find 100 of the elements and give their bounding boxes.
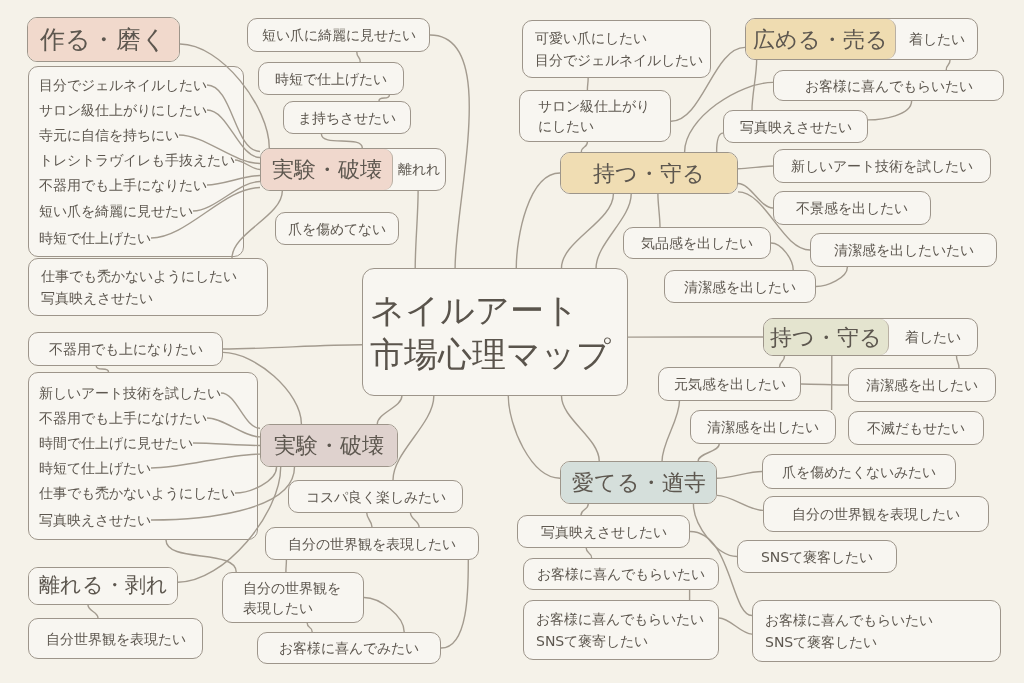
- idea-text: 寺元に自信を持ちにい: [39, 125, 179, 145]
- category-label: 広める・売る: [746, 19, 896, 59]
- connector-line: [206, 417, 261, 438]
- connector-line: [718, 617, 753, 635]
- idea-box: 新しいアート技術を試したい: [773, 149, 991, 183]
- sub-label: 離れれ: [397, 160, 441, 179]
- sub-label: 着したい: [907, 29, 966, 49]
- connector-line: [206, 84, 261, 153]
- sub-label: 着したい: [904, 327, 962, 347]
- connector-line: [440, 559, 469, 649]
- connector-line: [192, 442, 261, 447]
- idea-box: 清潔感を出したい: [664, 270, 816, 303]
- idea-box: SNSて褒客したい: [737, 540, 897, 573]
- idea-text: 仕事でも禿かないようにしたい: [41, 267, 238, 286]
- idea-text: 時短で仕上げたい: [39, 228, 151, 248]
- idea-box: 不器用でも上になりたい: [28, 332, 223, 366]
- connector-line: [376, 395, 403, 425]
- category-label: 持つ・守る: [764, 319, 889, 355]
- connector-line: [515, 172, 561, 269]
- connector-line: [580, 141, 589, 153]
- idea-box: 元気感を出したい: [658, 367, 801, 401]
- connector-line: [627, 336, 764, 338]
- idea-box: お客様に喜んでみたい: [257, 632, 441, 664]
- idea-text: 時間で仕上げに見せたい: [39, 433, 193, 453]
- connector-line: [778, 355, 786, 368]
- category-label: 離れる・剥れ: [29, 568, 177, 604]
- connector-line: [770, 242, 794, 271]
- connector-line: [150, 453, 261, 469]
- connector-line: [716, 494, 764, 512]
- idea-box: 写真映えさせしたい: [517, 515, 690, 548]
- idea-box: 気品感を出したい: [623, 227, 771, 259]
- connector-line: [356, 51, 361, 63]
- connector-line: [560, 193, 615, 269]
- idea-box: 自分の世界観を表現したい: [265, 527, 479, 560]
- category-label: 愛てる・遒寺: [561, 462, 716, 503]
- idea-text: SNSて褒寄したい: [536, 632, 650, 651]
- connector-line: [222, 351, 303, 425]
- map-title: ネイルアート市場心理マップ: [370, 288, 612, 376]
- idea-text: お客様に喜んでもらいたい: [765, 611, 934, 630]
- idea-text: 写真映えさせたい: [41, 289, 154, 308]
- idea-box: 爪を傷めてない: [275, 212, 399, 245]
- connector-line: [751, 59, 758, 111]
- connector-line: [306, 622, 313, 633]
- connector-line: [955, 355, 960, 369]
- idea-box: 短い爪に綺麗に見せたい: [247, 18, 430, 52]
- idea-text: 不器用でも上手になりたい: [39, 175, 207, 195]
- connector-line: [657, 193, 661, 228]
- connector-line: [150, 466, 296, 521]
- idea-text: お客様に喜んでもらいたい: [536, 610, 705, 629]
- idea-text: 時短て仕上げたい: [39, 458, 151, 478]
- category-box: [763, 318, 978, 356]
- connector-line: [692, 503, 738, 558]
- connector-line: [737, 165, 774, 170]
- idea-box: 不滅だもせたい: [848, 411, 984, 445]
- connector-line: [595, 193, 632, 269]
- idea-box: コスパ良く楽しみたい: [288, 480, 463, 513]
- connector-line: [867, 100, 913, 121]
- connector-line: [737, 182, 774, 209]
- idea-text: 可愛い爪にしたい: [535, 29, 648, 48]
- idea-box: お客様に喜んでもらいたい: [523, 558, 719, 590]
- idea-box: お客様に喜んでもらいたい: [773, 70, 1004, 101]
- connector-line: [179, 43, 270, 149]
- category-label: 作る・磨く: [28, 18, 179, 61]
- category-box: [260, 148, 446, 191]
- connector-line: [87, 604, 99, 619]
- connector-line: [206, 109, 261, 159]
- idea-box: 自分世界観を表現たい: [28, 618, 203, 659]
- idea-box: 爪を傷めたくないみたい: [762, 454, 956, 489]
- connector-line: [192, 180, 261, 212]
- category-label: 実験・破壊: [261, 425, 397, 466]
- idea-box: 時短で仕上げたい: [258, 62, 404, 95]
- connector-line: [715, 132, 724, 153]
- idea-box: 写真映えさせたい: [723, 110, 868, 143]
- connector-line: [800, 383, 849, 386]
- connector-line: [670, 46, 746, 122]
- connector-line: [392, 395, 435, 481]
- connector-line: [178, 134, 261, 165]
- idea-text: 仕事でも禿かないようにしたい: [39, 483, 235, 503]
- central-topic-box: [362, 268, 628, 396]
- connector-line: [234, 159, 261, 171]
- connector-line: [830, 355, 833, 411]
- connector-line: [409, 512, 420, 528]
- connector-line: [363, 596, 405, 633]
- connector-line: [414, 190, 419, 269]
- connector-line: [580, 503, 589, 516]
- idea-box: 不景感を出したい: [773, 191, 931, 225]
- idea-text: 新しいアート技術を試したい: [39, 383, 221, 403]
- connector-line: [815, 266, 849, 288]
- idea-text: 不器用でも上手になけたい: [39, 408, 207, 428]
- idea-box: サロン級仕上がりにしたい: [519, 90, 671, 142]
- connector-line: [378, 94, 391, 102]
- connector-line: [150, 186, 261, 239]
- idea-box: 清潔感を出したい: [848, 368, 996, 402]
- connector-line: [560, 395, 600, 462]
- connector-line: [737, 191, 811, 251]
- idea-text: トレシトラヴイレも手抜えたい: [39, 150, 235, 170]
- idea-text: サロン級仕上がりにしたい: [39, 100, 207, 120]
- connector-line: [220, 392, 261, 429]
- connector-line: [429, 34, 470, 269]
- connector-line: [945, 59, 951, 71]
